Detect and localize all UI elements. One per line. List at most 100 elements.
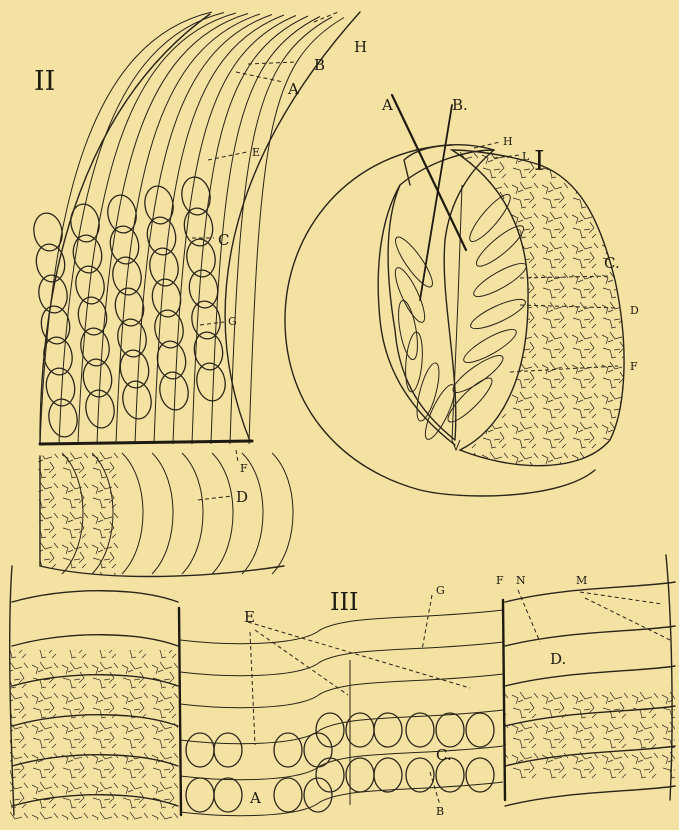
fig3-cell [274, 733, 302, 767]
fig2-cell [43, 366, 77, 408]
fig1-leaflet [467, 294, 528, 334]
fig1-tip [452, 440, 460, 450]
figure-ii: II H B A E C G F D [31, 12, 367, 577]
fig3-leader-b [430, 772, 440, 805]
fig3-septum-left [179, 608, 181, 815]
fig2-lower-arc [152, 453, 173, 574]
fig2-inner-fibre [225, 12, 360, 441]
fig3-cell [274, 778, 302, 812]
fig2-cell [117, 348, 151, 390]
fig2-cell [107, 224, 141, 266]
fig2-cell [179, 175, 213, 217]
fig3-cell [466, 758, 494, 792]
figure-iii: III E G F N M D. C. A B [10, 555, 675, 820]
fig3-right-top-band [505, 600, 675, 690]
fig1-leaflet [443, 373, 497, 427]
fig2-label-f: F [240, 462, 248, 475]
fig2-cell [147, 246, 181, 288]
fig2-cell [115, 317, 149, 359]
fig2-leader-d [198, 496, 232, 500]
fig2-cell [154, 339, 188, 381]
fig1-label-h: H [503, 135, 513, 148]
fig3-leader-e1 [248, 622, 470, 688]
fig2-fibre [173, 16, 296, 445]
fig3-row-line [505, 786, 675, 806]
fig2-cell [70, 233, 104, 275]
fig3-label-b: B [436, 805, 444, 818]
fig1-leaflet [449, 350, 507, 398]
fig3-label-d: D. [550, 650, 566, 668]
fig2-numeral: II [34, 66, 55, 97]
fig1-leaflet [390, 233, 438, 291]
fig1-line-b [420, 105, 452, 300]
fig2-label-a: A [287, 80, 299, 98]
fig2-cell [142, 184, 176, 226]
fig3-cell [406, 758, 434, 792]
fig1-leaflet [403, 331, 424, 392]
fig1-label-a: A [381, 96, 393, 114]
fig3-numeral: III [330, 588, 358, 616]
fig3-label-g: G [436, 584, 445, 597]
fig1-label-d: D [630, 304, 639, 317]
fig1-label-b: B. [452, 96, 468, 114]
fig3-cell [466, 713, 494, 747]
fig1-leader-h [474, 142, 500, 148]
fig3-left-top-band [12, 592, 178, 640]
fig2-label-h: H [354, 38, 367, 56]
fig2-cell [46, 397, 80, 439]
fig2-fibre [230, 17, 332, 444]
fig1-label-f: F [630, 360, 638, 373]
fig1-leaflet [470, 258, 530, 302]
fig3-leader-e3 [250, 632, 255, 745]
fig2-cell [78, 326, 112, 368]
fig1-numeral: I [534, 146, 545, 177]
fig3-label-c: C. [436, 746, 452, 764]
fig2-leader-e [208, 152, 247, 160]
fig2-junction-line [40, 441, 252, 444]
fig2-cell [144, 215, 178, 257]
fig1-leaflet [460, 324, 520, 368]
fig3-cell [374, 758, 402, 792]
fig3-septum-right [503, 600, 505, 800]
fig2-lower-arc [272, 453, 293, 574]
fig1-line-a [392, 95, 466, 250]
fig3-cell [436, 713, 464, 747]
fig3-row-line [505, 582, 675, 602]
fig3-right-reticulate [505, 692, 675, 780]
fig3-leader-e2 [255, 630, 348, 695]
fig2-cell [152, 308, 186, 350]
fig2-cell [186, 268, 220, 310]
fig3-cell [214, 778, 242, 812]
fig1-inner-body [388, 150, 494, 440]
fig2-label-e: E [252, 146, 260, 159]
fig3-label-a: A [249, 789, 261, 807]
fig2-lower-arc [182, 453, 203, 574]
fig3-leader-g [422, 595, 432, 650]
fig3-middle-row [180, 642, 503, 676]
fig2-leader-b [248, 62, 296, 64]
fig2-lower-arc [212, 453, 233, 574]
fig2-label-g: G [228, 315, 237, 328]
fig2-cell [149, 277, 183, 319]
fig3-cell [406, 713, 434, 747]
fig3-cell [186, 733, 214, 767]
fig1-label-c: C. [604, 254, 620, 272]
fig3-middle-row [180, 782, 503, 816]
fig2-cell [31, 211, 65, 253]
fig1-leaflet [413, 361, 444, 423]
fig2-label-c: C [218, 231, 229, 249]
fig2-cell [83, 388, 117, 430]
fig2-fibre [40, 12, 212, 444]
fig3-middle-row [180, 746, 503, 780]
fig3-cell [214, 733, 242, 767]
fig2-cell [189, 299, 223, 341]
fig3-label-m: M [576, 574, 587, 587]
fig2-lower-arc [122, 453, 143, 574]
fig2-fibre [154, 15, 284, 444]
fig2-reticulate-region [38, 452, 120, 576]
fig3-label-n: N [516, 574, 526, 587]
fig2-label-b: B [314, 56, 325, 74]
fig1-label-l: L [522, 150, 530, 163]
fig3-cell [186, 778, 214, 812]
